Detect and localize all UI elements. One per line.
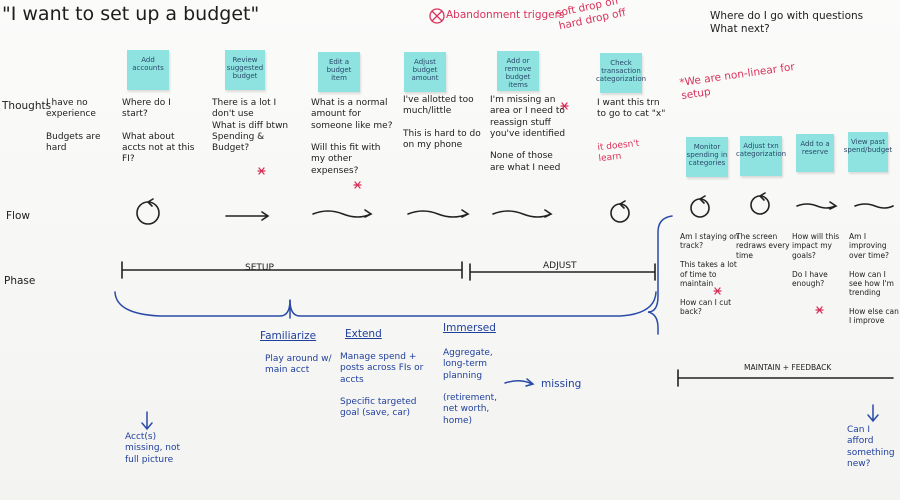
flow-loop-icon (136, 198, 160, 225)
thought-note: Am I staying on track? This takes a lot … (680, 232, 739, 316)
sticky-note: Add or remove budget items (497, 51, 539, 91)
sticky-note: Edit a budget item (318, 52, 360, 92)
mode-title: Immersed (443, 322, 496, 334)
thought-note: The screen redraws every time (736, 232, 790, 260)
flow-wave (407, 209, 470, 218)
sticky-note: Add to a reserve (796, 134, 834, 172)
dropoff-note: soft drop off hard drop off (555, 0, 627, 33)
mode-body: Manage spend + posts across FIs or accts… (340, 352, 424, 419)
row-label-phase: Phase (4, 275, 36, 287)
sticky-note: Check transaction categorization (596, 53, 646, 93)
flow-arrow (225, 211, 270, 221)
sticky-note: Review suggested budget (225, 50, 265, 90)
row-label-thoughts: Thoughts (2, 100, 52, 112)
row-label-flow: Flow (6, 210, 30, 222)
setup-bracket (114, 291, 657, 317)
thought-note: How will this impact my goals? Do I have… (792, 232, 840, 288)
thought-note: I want this trn to go to cat "x" (597, 98, 666, 120)
sticky-note: Adjust txn categorization (736, 136, 786, 176)
setup-timeline (121, 261, 463, 279)
bottom-right-note: Can I afford something new? (847, 425, 895, 469)
flow-loop-icon (750, 192, 770, 215)
mode-title: Familiarize (260, 330, 317, 342)
maintain-timeline (677, 369, 894, 387)
flow-loop-icon (690, 195, 710, 218)
thought-note: I've allotted too much/little This is ha… (403, 95, 481, 150)
flow-wave (312, 209, 373, 218)
red-note: it doesn't learn (596, 138, 640, 165)
thought-note: Where do I start? What about accts not a… (122, 98, 195, 165)
board-title: "I want to set up a budget" (2, 3, 260, 25)
down-arrow-left (141, 411, 153, 431)
bottom-left-note: Acct(s) missing, not full picture (125, 432, 181, 465)
abandonment-icon (429, 8, 445, 24)
nonlinear-note: *We are non-linear for setup (678, 61, 796, 103)
flow-wave (796, 201, 838, 210)
missing-note: missing (541, 378, 582, 390)
phase-label-maintain: MAINTAIN + FEEDBACK (744, 363, 832, 372)
down-arrow-right (867, 404, 879, 423)
thought-note: What is a normal amount for someone like… (311, 98, 393, 176)
sticky-note: View past spend/budget (844, 132, 892, 172)
thought-note: I'm missing an area or I need to reassig… (490, 95, 566, 173)
sticky-note: Monitor spending in categories (686, 137, 728, 177)
mode-body: Play around w/ main acct (265, 354, 332, 376)
thought-note: I have no experience Budgets are hard (46, 98, 101, 153)
thought-note: There is a lot I don't use What is diff … (212, 98, 289, 153)
abandonment-label: Abandonment triggers (446, 9, 565, 21)
flow-wave (492, 209, 553, 218)
phase-label-setup: SETUP (245, 263, 274, 273)
red-star (815, 306, 824, 314)
mode-title: Extend (345, 328, 382, 340)
maintain-bracket (647, 215, 673, 335)
red-star (257, 167, 266, 175)
mode-body: Aggregate, long-term planning (retiremen… (443, 348, 498, 426)
flow-loop-icon (610, 200, 630, 223)
sticky-note: Adjust budget amount (404, 52, 446, 92)
sticky-note: Add accounts (127, 50, 169, 90)
phase-label-adjust: ADJUST (543, 261, 577, 271)
thought-note: Am I improving over time? How can I see … (849, 232, 899, 326)
red-star (353, 181, 362, 189)
top-right-notes: Where do I go with questions What next? (710, 10, 864, 36)
flow-wave (854, 203, 894, 209)
